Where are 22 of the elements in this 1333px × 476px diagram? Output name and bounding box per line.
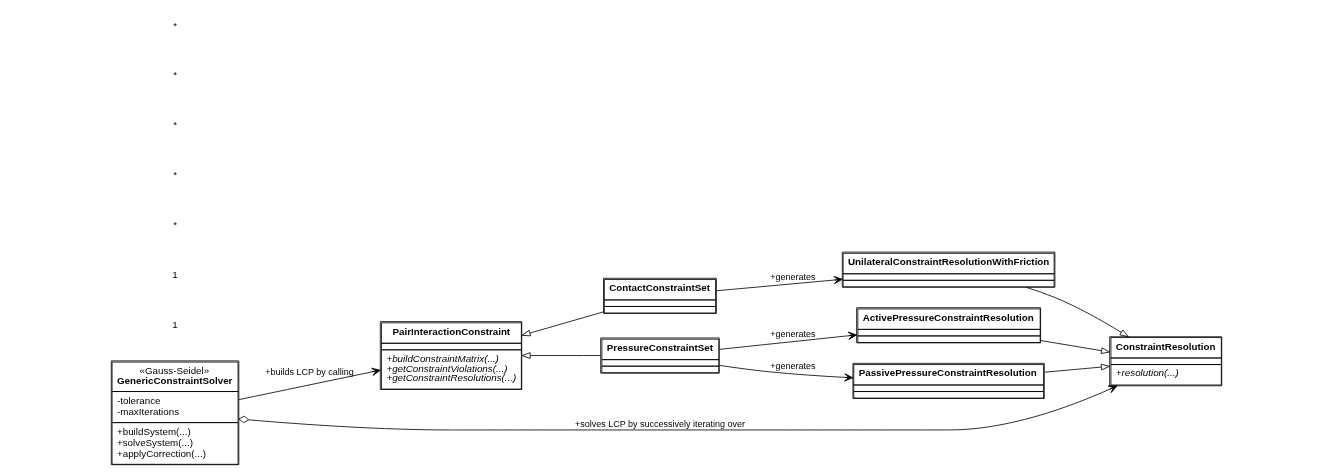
label: * <box>173 19 177 31</box>
arrow <box>1025 286 1129 338</box>
label: 1 <box>172 268 178 280</box>
arrow <box>1044 363 1110 373</box>
arrow <box>719 331 857 350</box>
arrow <box>719 364 854 382</box>
label: 1 <box>172 318 178 330</box>
arrow <box>716 275 843 292</box>
arrow <box>521 311 604 337</box>
edge-label: +solves LCP by successively iterating over <box>575 419 745 430</box>
label: * <box>173 119 177 131</box>
edge-label: +generates <box>770 329 816 340</box>
label: * <box>173 69 177 81</box>
edge-label: +builds LCP by calling <box>265 367 354 378</box>
arrow <box>238 367 381 400</box>
arrow <box>1040 340 1110 354</box>
edge-label: +generates <box>770 361 816 372</box>
arrow <box>521 352 601 359</box>
label: * <box>173 219 177 231</box>
label: * <box>173 169 177 181</box>
edge-label: +generates <box>770 272 816 283</box>
arrow <box>238 385 1118 431</box>
